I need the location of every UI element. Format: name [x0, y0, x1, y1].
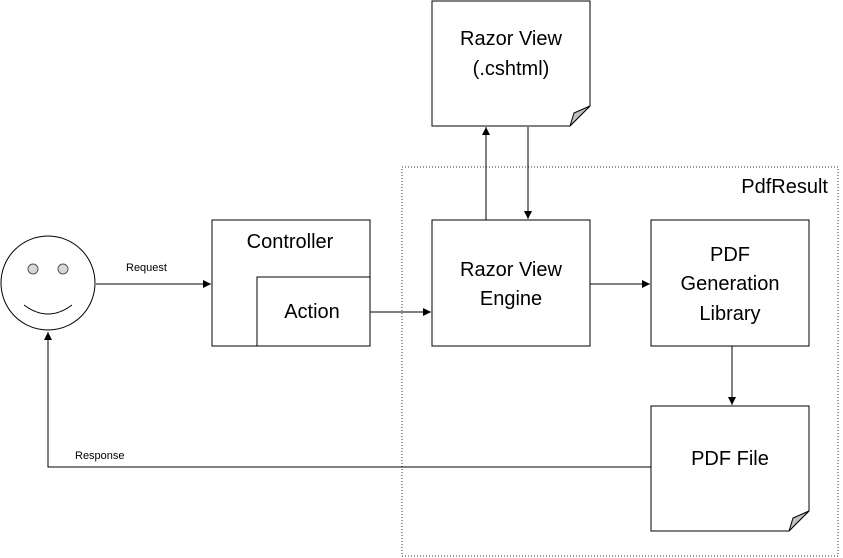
action-box: Action: [256, 276, 371, 347]
response-label: Response: [75, 450, 125, 462]
pdfresult-group-boundary: [401, 166, 839, 557]
engine-label-line1: Razor View: [460, 259, 562, 281]
pdf-file-label: PDF File: [691, 448, 769, 470]
engine-label-line2: Engine: [480, 288, 542, 310]
action-label: Action: [284, 301, 340, 323]
razor-view-extension: (.cshtml): [473, 58, 550, 80]
pdflib-label-line1: PDF: [710, 244, 750, 266]
user-smiley-icon: [0, 235, 96, 331]
razor-view-engine-box: Razor View Engine: [431, 219, 591, 347]
pdf-generation-library-box: PDF Generation Library: [650, 219, 810, 347]
pdfresult-group-label: PdfResult: [741, 176, 828, 198]
razor-view-document: Razor View (.cshtml): [431, 0, 591, 127]
pdflib-label-line2: Generation: [681, 273, 780, 295]
response-arrow: [44, 332, 651, 468]
request-label: Request: [126, 262, 167, 274]
pdf-file-document: PDF File: [650, 405, 810, 532]
pdflib-label-line3: Library: [699, 303, 760, 325]
razor-view-title: Razor View: [460, 28, 562, 50]
controller-label: Controller: [247, 231, 334, 253]
